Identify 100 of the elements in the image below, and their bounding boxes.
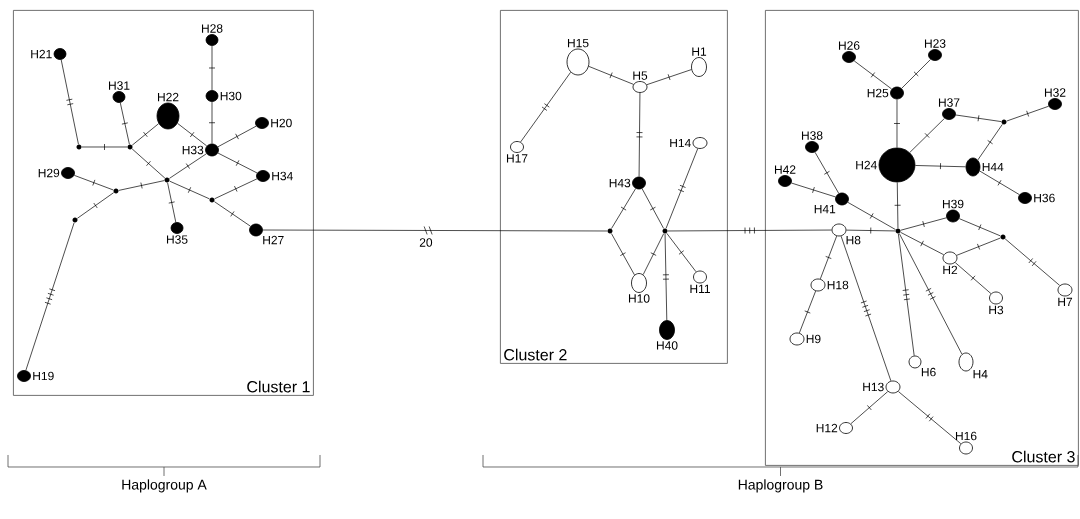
network-link <box>909 118 945 153</box>
network-link <box>636 92 643 177</box>
node-label: H24 <box>856 160 877 170</box>
node-label: H2 <box>943 265 958 275</box>
node-label: H41 <box>814 204 836 214</box>
network-link <box>898 233 915 356</box>
network-link <box>262 226 608 235</box>
network-link <box>819 235 838 280</box>
network-link <box>77 192 115 219</box>
network-link <box>799 290 816 334</box>
node-label: H21 <box>31 49 52 59</box>
network-link <box>520 71 571 143</box>
node-label: H1 <box>692 47 707 56</box>
node-label: H18 <box>827 280 849 290</box>
node-label: H12 <box>816 423 838 433</box>
node-label: H39 <box>942 199 964 209</box>
node-label: H23 <box>924 39 946 48</box>
network-link <box>662 233 670 321</box>
network-link <box>958 218 1001 237</box>
node-label: H42 <box>774 165 796 174</box>
network-link <box>119 102 130 145</box>
network-link <box>208 101 216 144</box>
network-link <box>611 188 636 229</box>
node-label: H22 <box>157 92 179 102</box>
node-label: H44 <box>982 162 1004 172</box>
node-label: H19 <box>33 371 54 381</box>
node-label: H34 <box>272 171 293 181</box>
network-link <box>666 232 697 273</box>
node-label: H4 <box>973 370 988 379</box>
network-link <box>665 148 699 229</box>
node-label: H43 <box>609 178 631 188</box>
network-link <box>74 175 114 191</box>
node-label: H20 <box>271 118 292 128</box>
node-label: H9 <box>806 334 821 344</box>
node-label: H26 <box>838 41 860 50</box>
network-link <box>167 182 177 223</box>
node-label: H8 <box>846 235 861 245</box>
node-label: H32 <box>1044 88 1066 97</box>
node-label: H36 <box>1034 193 1055 203</box>
network-link <box>214 201 251 227</box>
network-link <box>979 170 1020 195</box>
node-label: H10 <box>628 294 650 303</box>
network-link <box>646 69 692 86</box>
node-label: H14 <box>670 138 691 148</box>
network-link <box>641 188 664 229</box>
node-label: H35 <box>166 235 188 244</box>
network-link <box>25 222 75 371</box>
node-label: H17 <box>506 154 528 163</box>
network-link <box>588 66 634 85</box>
node-label: H31 <box>108 81 130 90</box>
node-label: H13 <box>863 382 884 392</box>
network-link <box>217 152 258 174</box>
network-link <box>1006 105 1049 122</box>
node-label: H25 <box>867 88 889 98</box>
network-link <box>1004 238 1061 286</box>
node-label: H27 <box>263 235 284 245</box>
network-link <box>847 202 896 230</box>
node-label: H40 <box>656 341 678 350</box>
network-link <box>60 59 79 145</box>
network-link <box>611 233 635 276</box>
network-link <box>667 227 832 234</box>
network-link <box>897 391 962 445</box>
network-link <box>846 227 896 234</box>
network-link <box>977 124 1003 161</box>
network-link <box>81 143 128 151</box>
network-link <box>840 235 892 382</box>
network-link <box>642 233 665 275</box>
node-label: H28 <box>201 24 223 33</box>
network-link <box>954 262 992 294</box>
network-link <box>900 231 944 256</box>
network-link <box>850 391 889 425</box>
network-link <box>893 99 901 148</box>
network-link <box>956 237 1001 256</box>
network-link <box>955 114 1002 122</box>
network-link <box>901 59 931 89</box>
group-label: Haplogroup A <box>122 479 207 493</box>
network-link <box>898 233 963 355</box>
node-label: H38 <box>801 131 823 140</box>
node-label: H7 <box>1058 297 1073 306</box>
node-label: H11 <box>690 284 710 293</box>
node-label: H3 <box>989 305 1004 315</box>
network-link <box>814 151 840 194</box>
network-link <box>894 182 901 229</box>
node-label: H5 <box>633 71 648 80</box>
network-link <box>214 178 258 200</box>
node-label: H33 <box>182 145 204 155</box>
network-link <box>118 180 165 191</box>
network-link <box>791 182 836 198</box>
node-label: H15 <box>567 38 589 48</box>
group-label: Haplogroup B <box>738 479 823 493</box>
network-link <box>169 180 210 200</box>
network-link <box>208 45 216 91</box>
node-label: H30 <box>220 91 242 101</box>
node-label: H29 <box>38 168 60 178</box>
network-link <box>915 162 966 170</box>
network-link <box>131 148 166 179</box>
node-label: H37 <box>938 98 960 107</box>
network-link <box>217 125 257 148</box>
network-link <box>900 217 947 231</box>
node-label: H6 <box>921 367 936 377</box>
